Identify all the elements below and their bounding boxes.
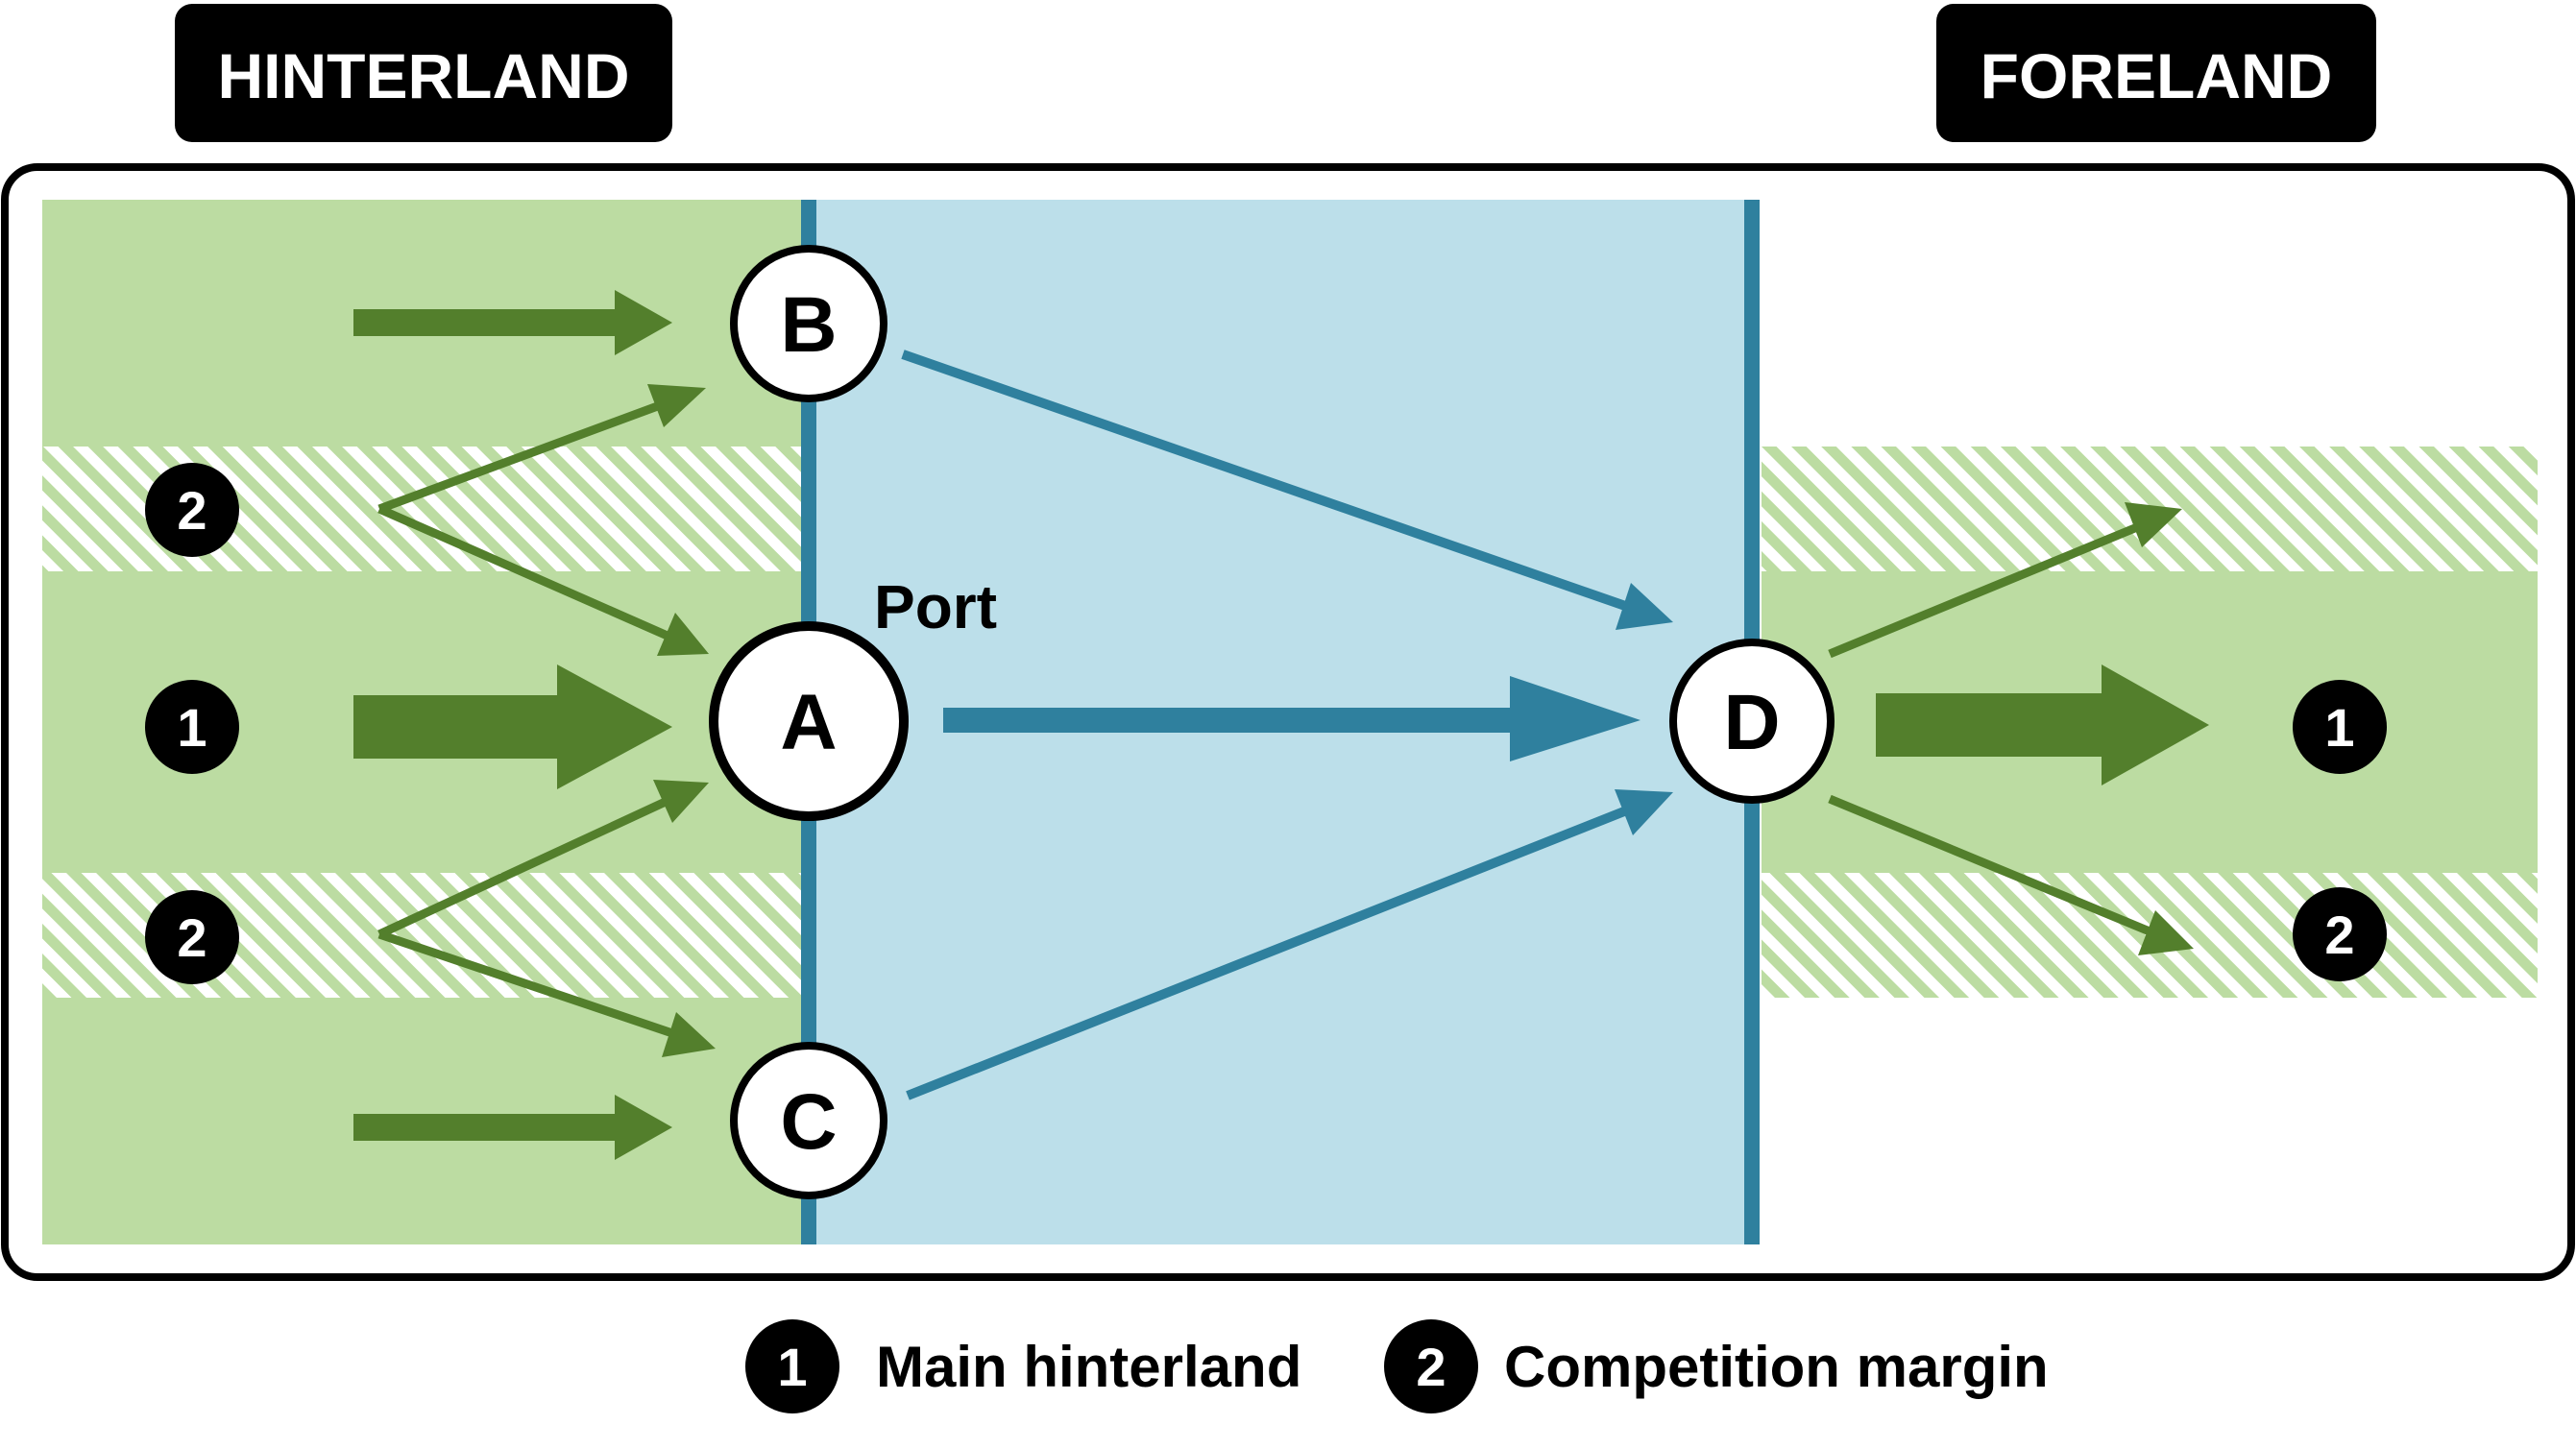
arrow-to-a-main	[353, 664, 672, 789]
port-node-a: A	[709, 621, 909, 821]
hinterland-header-label: HINTERLAND	[218, 40, 630, 111]
badge-hinterland-margin-top: 2	[145, 463, 239, 557]
legend-competition-margin-label: Competition margin	[1504, 1335, 2049, 1399]
port-node-d-label: D	[1723, 679, 1780, 766]
svg-text:1: 1	[777, 1337, 807, 1397]
svg-text:1: 1	[2324, 697, 2354, 758]
port-node-d: D	[1669, 639, 1835, 804]
svg-text:1: 1	[177, 697, 207, 758]
competition-arrows-bottom	[377, 780, 716, 1057]
port-node-b-label: B	[780, 281, 837, 369]
foreland-arrow-up	[1828, 502, 2182, 659]
route-b-to-d	[901, 350, 1673, 630]
foreland-arrow-main	[1876, 664, 2209, 785]
legend-main-hinterland-label: Main hinterland	[876, 1335, 1301, 1399]
badge-hinterland-margin-bottom: 2	[145, 890, 239, 984]
competition-arrows-top	[377, 384, 709, 656]
port-node-b: B	[730, 245, 887, 402]
badge-foreland-main: 1	[2293, 680, 2387, 774]
svg-text:2: 2	[177, 480, 207, 541]
svg-text:2: 2	[1416, 1337, 1446, 1397]
foreland-arrow-down	[1828, 794, 2194, 955]
route-a-to-d	[943, 676, 1640, 761]
arrow-to-c	[353, 1095, 672, 1160]
foreland-header: FORELAND	[1936, 4, 2376, 142]
port-label: Port	[874, 572, 997, 641]
foreland-header-label: FORELAND	[1981, 40, 2333, 111]
route-c-to-d	[906, 789, 1673, 1100]
badge-hinterland-main: 1	[145, 680, 239, 774]
svg-text:2: 2	[2324, 905, 2354, 965]
port-node-c: C	[730, 1042, 887, 1199]
badge-foreland-margin: 2	[2293, 887, 2387, 981]
arrow-to-b	[353, 290, 672, 355]
legend-item-competition-margin: 2 Competition margin	[1384, 1319, 2049, 1413]
legend: 1 Main hinterland 2 Competition margin	[745, 1319, 2049, 1413]
hinterland-header: HINTERLAND	[175, 4, 672, 142]
svg-text:2: 2	[177, 907, 207, 968]
port-node-c-label: C	[780, 1078, 837, 1166]
legend-item-main-hinterland: 1 Main hinterland	[745, 1319, 1301, 1413]
port-node-a-label: A	[780, 679, 837, 766]
